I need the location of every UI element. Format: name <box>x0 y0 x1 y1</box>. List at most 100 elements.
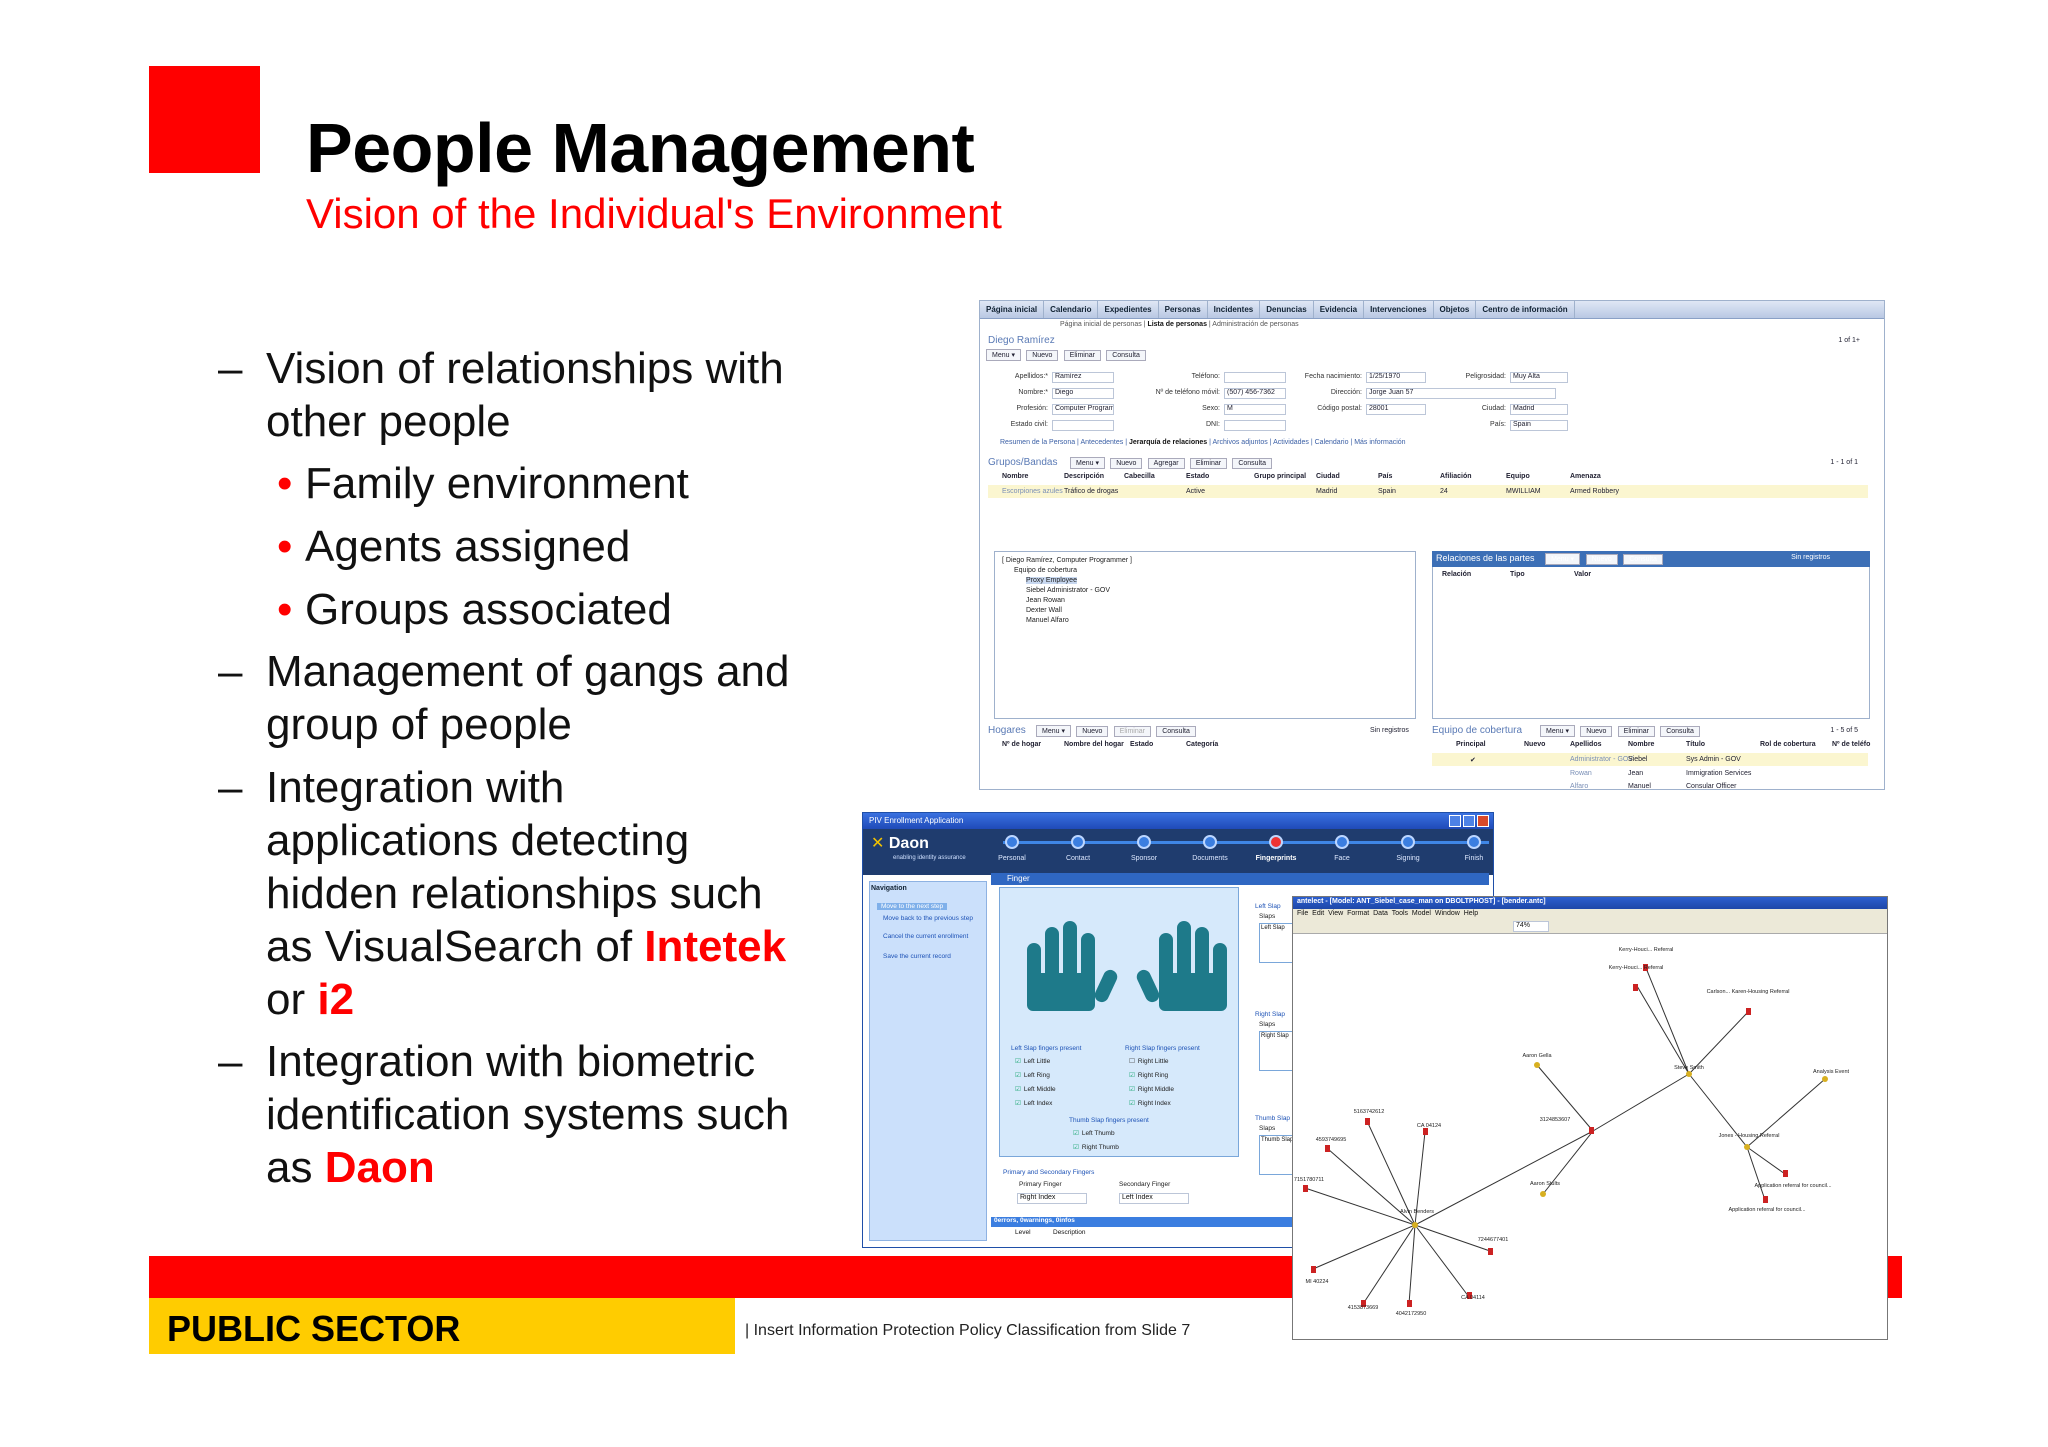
field-estado-civil[interactable] <box>1052 420 1114 431</box>
eq-col-apellidos[interactable]: Apellidos <box>1570 741 1602 748</box>
close-icon[interactable] <box>1477 815 1489 827</box>
graph-node[interactable]: CA 04114 <box>1461 1295 1485 1301</box>
groups-menu-button[interactable]: Menu ▾ <box>1070 457 1105 469</box>
menu-window[interactable]: Window <box>1434 910 1460 917</box>
tree-node[interactable]: Siebel Administrator - GOV <box>1026 587 1111 594</box>
eq-col-telefono[interactable]: Nº de teléfo <box>1832 741 1871 748</box>
col-ciudad[interactable]: Ciudad <box>1316 473 1340 480</box>
step-dot-sponsor[interactable] <box>1137 835 1151 849</box>
groups-query-button[interactable]: Consulta <box>1232 458 1272 469</box>
checkbox-right-thumb[interactable]: Right Thumb <box>1073 1143 1119 1151</box>
tab-objetos[interactable]: Objetos <box>1434 301 1477 318</box>
graph-node[interactable]: 4153873669 <box>1347 1305 1379 1311</box>
field-profesion[interactable]: Computer Programmer <box>1052 404 1114 415</box>
col-pais[interactable]: País <box>1378 473 1393 480</box>
minimize-icon[interactable] <box>1449 815 1461 827</box>
graph-node[interactable]: Analysis Event <box>1812 1069 1850 1075</box>
graph-node[interactable]: Steve Smith <box>1674 1065 1704 1071</box>
col-amenaza[interactable]: Amenaza <box>1570 473 1601 480</box>
step-dot-fingerprints[interactable] <box>1269 835 1283 849</box>
table-row[interactable] <box>988 485 1868 498</box>
graph-node[interactable]: CA 04124 <box>1416 1123 1442 1129</box>
primary-finger-select[interactable]: Right Index <box>1017 1193 1087 1204</box>
eq-cell-apellidos[interactable]: Rowan <box>1570 770 1592 777</box>
col-equipo[interactable]: Equipo <box>1506 473 1530 480</box>
tree-root[interactable]: [ Diego Ramírez, Computer Programmer ] <box>1002 557 1132 564</box>
zoom-select[interactable]: 74% <box>1513 921 1549 932</box>
tree-node[interactable]: Equipo de cobertura <box>1014 567 1078 574</box>
nav-previous-step[interactable]: Move back to the previous step <box>883 915 973 922</box>
graph-node[interactable]: Application referral for council... <box>1754 1183 1832 1189</box>
tree-node[interactable]: Dexter Wall <box>1026 607 1062 614</box>
tab-evidencia[interactable]: Evidencia <box>1314 301 1365 318</box>
field-dni[interactable] <box>1224 420 1286 431</box>
field-apellidos[interactable]: Ramírez <box>1052 372 1114 383</box>
menu-help[interactable]: Help <box>1463 910 1479 917</box>
equipo-query-button[interactable]: Consulta <box>1660 726 1700 737</box>
subtab-jerarquia[interactable]: Jerarquía de relaciones <box>1128 439 1208 446</box>
new-button[interactable]: Nuevo <box>1026 350 1059 361</box>
hog-col-estado[interactable]: Estado <box>1130 741 1154 748</box>
menu-model[interactable]: Model <box>1411 910 1431 917</box>
delete-button[interactable]: Eliminar <box>1063 350 1101 361</box>
checkbox-left-middle[interactable]: Left Middle <box>1015 1085 1056 1093</box>
subtab-antecedentes[interactable]: Antecedentes <box>1080 439 1124 446</box>
col-nombre[interactable]: Nombre <box>1002 473 1029 480</box>
subtab-actividades[interactable]: Actividades <box>1273 439 1309 446</box>
field-cp[interactable]: 28001 <box>1366 404 1426 415</box>
maximize-icon[interactable] <box>1463 815 1475 827</box>
step-dot-contact[interactable] <box>1071 835 1085 849</box>
hogares-menu-button[interactable]: Menu ▾ <box>1036 725 1071 737</box>
eq-cell-apellidos[interactable]: Administrator - GOV <box>1570 756 1634 763</box>
tree-node[interactable]: Manuel Alfaro <box>1026 617 1069 624</box>
group-cell-name[interactable]: Escorpiones azules <box>1002 488 1063 495</box>
step-dot-finish[interactable] <box>1467 835 1481 849</box>
col-cabecilla[interactable]: Cabecilla <box>1124 473 1155 480</box>
subnav-link-list[interactable]: Lista de personas <box>1147 321 1207 328</box>
menu-file[interactable]: File <box>1297 910 1309 917</box>
graph-node[interactable]: 4593749695 <box>1315 1137 1347 1143</box>
checkbox-right-little[interactable]: Right Little <box>1129 1057 1169 1065</box>
field-nombre[interactable]: Diego <box>1052 388 1114 399</box>
graph-node[interactable]: Aaron Stults <box>1530 1181 1560 1187</box>
eq-cell-apellidos[interactable]: Alfaro <box>1570 783 1589 790</box>
hog-col-categoria[interactable]: Categoría <box>1186 741 1219 748</box>
nav-next-step[interactable]: Move to the next step <box>877 903 948 910</box>
graph-node[interactable]: Alvin Benders <box>1400 1209 1434 1215</box>
step-dot-personal[interactable] <box>1005 835 1019 849</box>
tab-centro-informacion[interactable]: Centro de información <box>1476 301 1575 318</box>
tab-incidentes[interactable]: Incidentes <box>1208 301 1261 318</box>
groups-new-button[interactable]: Nuevo <box>1110 458 1143 469</box>
graph-node[interactable]: 4042172950 <box>1395 1311 1427 1317</box>
rel-col-valor[interactable]: Valor <box>1574 571 1592 578</box>
rel-col-tipo[interactable]: Tipo <box>1510 571 1525 578</box>
checkbox-left-ring[interactable]: Left Ring <box>1015 1071 1050 1079</box>
eq-col-rol[interactable]: Rol de cobertura <box>1760 741 1816 748</box>
graph-node[interactable]: Kerry-Houci... Referral <box>1618 947 1674 953</box>
checkbox-right-index[interactable]: Right Index <box>1129 1099 1171 1107</box>
equipo-new-button[interactable]: Nuevo <box>1580 726 1613 737</box>
relations-query-button[interactable]: Consulta <box>1623 554 1663 565</box>
graph-node[interactable]: Application referral for council... <box>1728 1207 1806 1213</box>
field-direccion[interactable]: Jorge Juan 57 <box>1366 388 1556 399</box>
tab-calendario[interactable]: Calendario <box>1044 301 1099 318</box>
groups-add-button[interactable]: Agregar <box>1147 458 1185 469</box>
field-telefono[interactable] <box>1224 372 1286 383</box>
menu-button[interactable]: Menu ▾ <box>986 349 1021 361</box>
menu-data[interactable]: Data <box>1373 910 1388 917</box>
eq-col-principal[interactable]: Principal <box>1456 741 1486 748</box>
rel-col-relacion[interactable]: Relación <box>1442 571 1472 578</box>
equipo-delete-button[interactable]: Eliminar <box>1617 726 1655 737</box>
table-row[interactable] <box>1432 753 1868 766</box>
hogares-delete-button[interactable]: Eliminar <box>1113 726 1151 737</box>
query-button[interactable]: Consulta <box>1106 350 1146 361</box>
tree-node-selected[interactable]: Proxy Employee <box>1026 577 1077 584</box>
eq-col-nuevo[interactable]: Nuevo <box>1524 741 1546 748</box>
subtab-calendario[interactable]: Calendario <box>1314 439 1349 446</box>
menu-format[interactable]: Format <box>1347 910 1370 917</box>
tab-denuncias[interactable]: Denuncias <box>1260 301 1314 318</box>
subtab-archivos[interactable]: Archivos adjuntos <box>1212 439 1268 446</box>
equipo-menu-button[interactable]: Menu ▾ <box>1540 725 1575 737</box>
hogares-query-button[interactable]: Consulta <box>1156 726 1196 737</box>
tab-intervenciones[interactable]: Intervenciones <box>1364 301 1434 318</box>
